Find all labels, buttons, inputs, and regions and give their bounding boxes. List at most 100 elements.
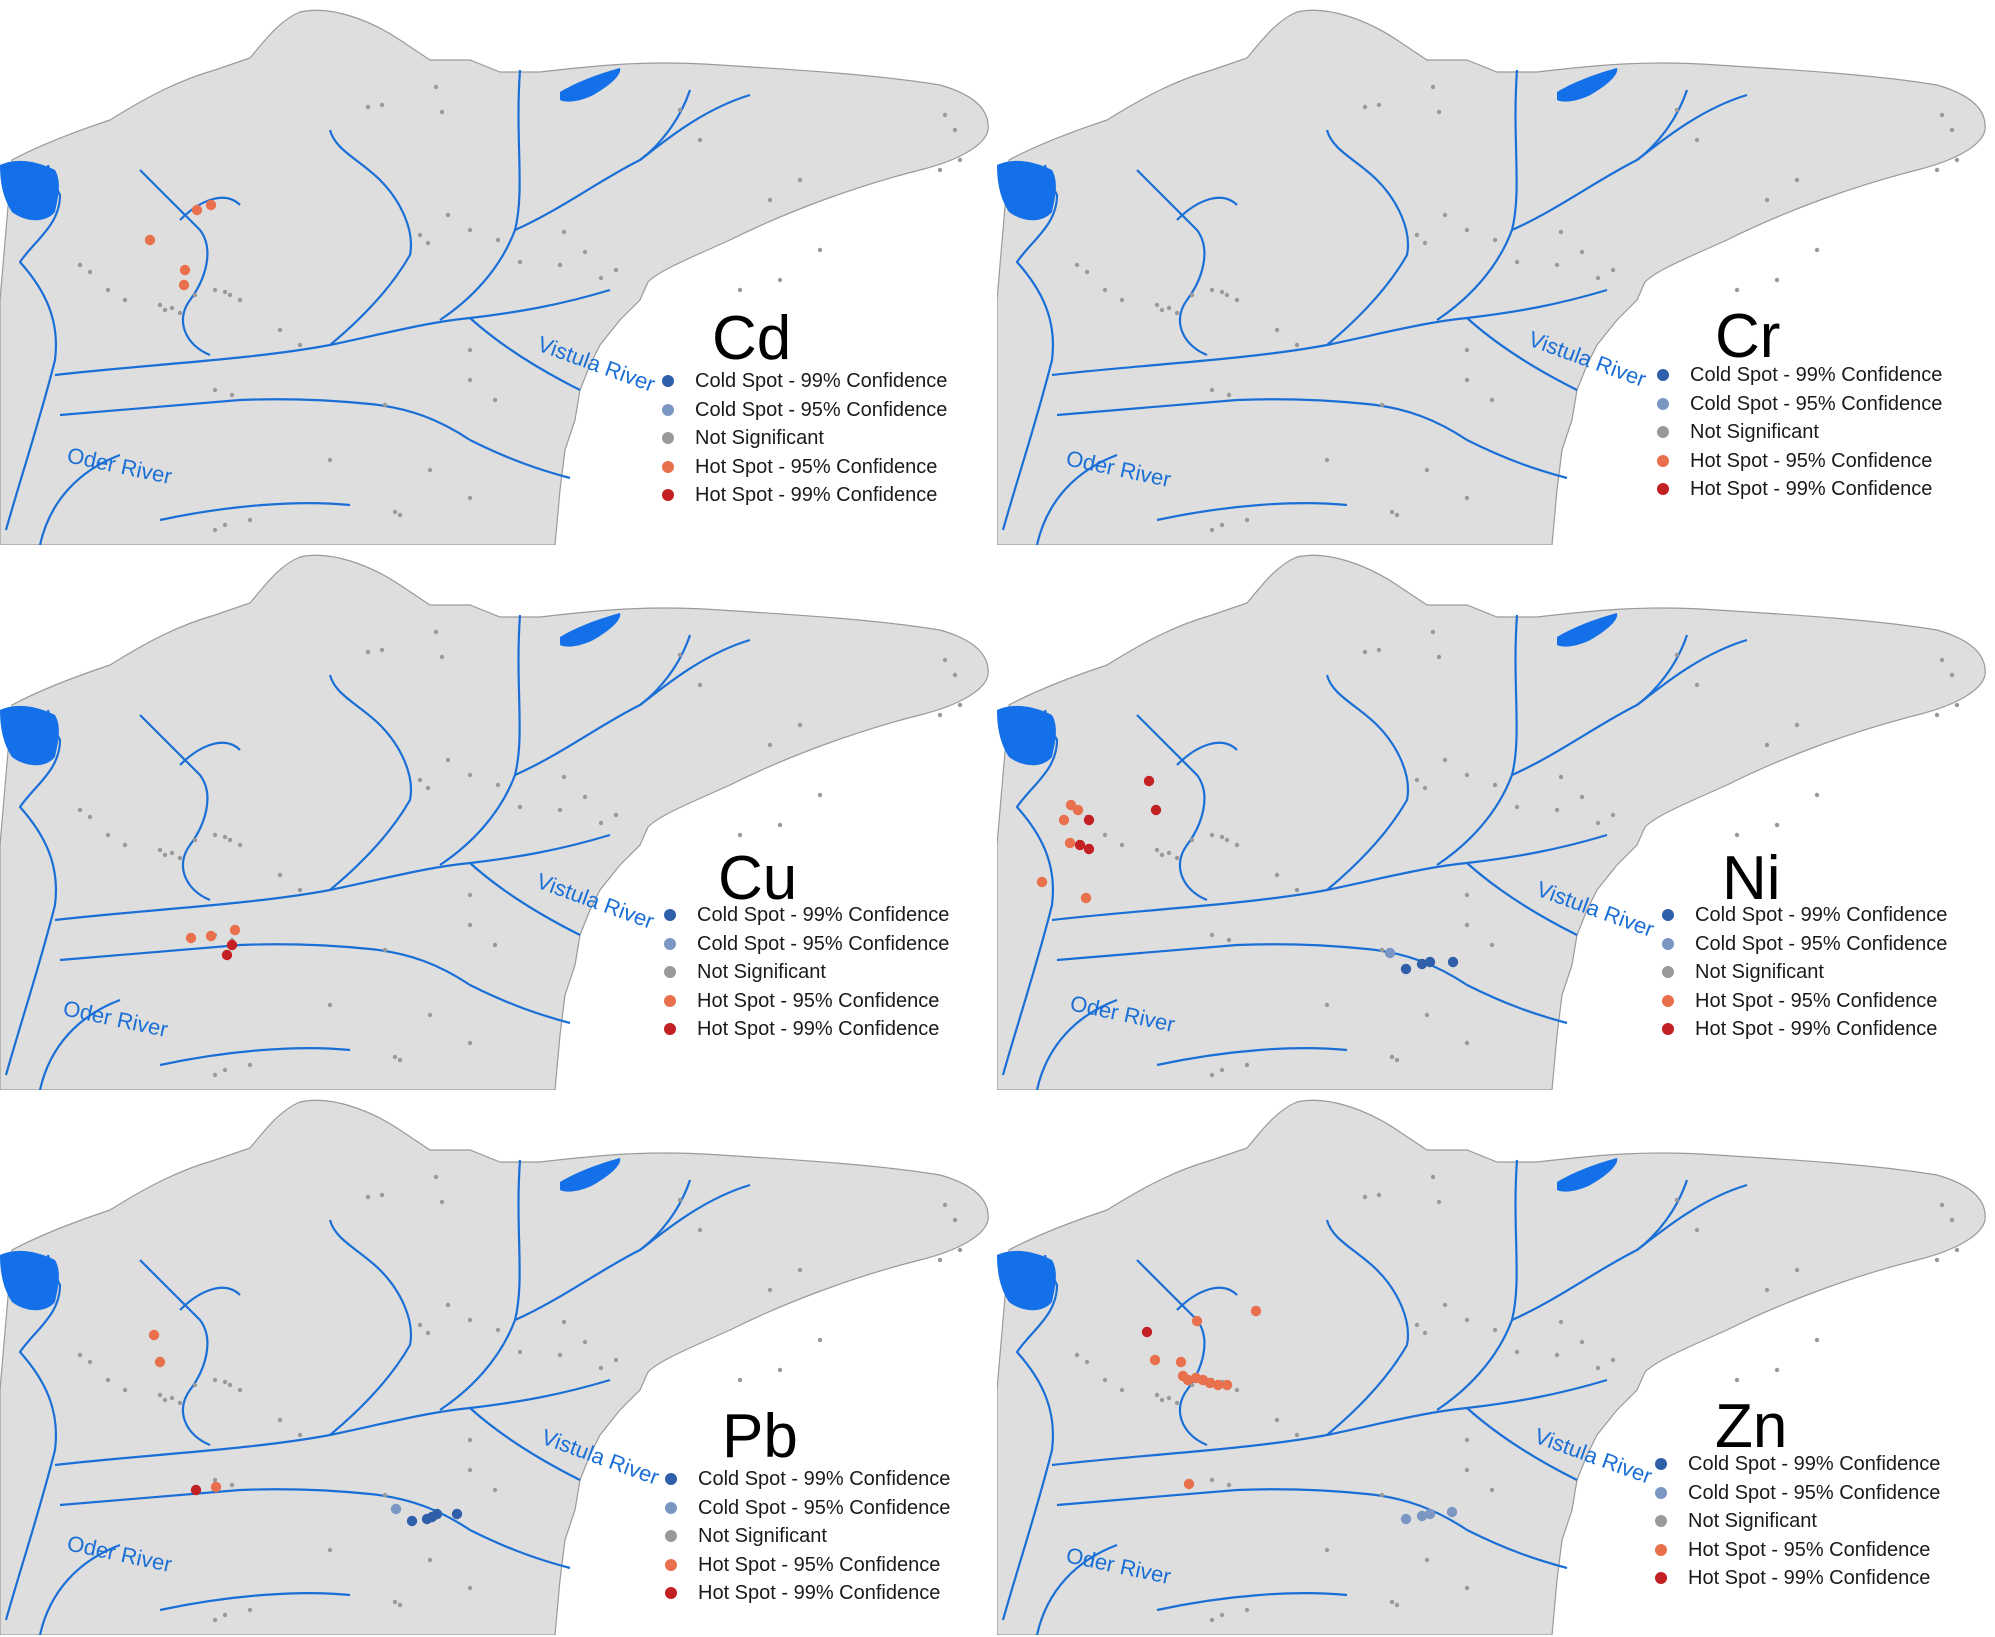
- site-not-significant: [1436, 654, 1442, 660]
- site-not-significant: [1102, 1377, 1108, 1383]
- site-not-significant: [1414, 777, 1420, 783]
- river-line: [1136, 1259, 1208, 1447]
- site-not-significant: [767, 742, 773, 748]
- legend-label: Hot Spot - 95% Confidence: [695, 455, 938, 478]
- site-not-significant: [937, 1257, 943, 1263]
- site-not-significant: [677, 1197, 683, 1203]
- legend-label: Cold Spot - 99% Confidence: [1688, 1453, 1941, 1475]
- site-not-significant: [227, 1382, 233, 1388]
- site-not-significant: [1379, 402, 1385, 408]
- site-not-significant: [1234, 297, 1240, 303]
- river-line: [1001, 709, 1059, 1076]
- site-hot-95: [179, 264, 191, 276]
- site-not-significant: [1244, 517, 1250, 523]
- site-hot-99: [1143, 775, 1155, 787]
- site-not-significant: [1324, 1002, 1330, 1008]
- legend-swatch: [1657, 426, 1669, 439]
- river-line: [639, 638, 751, 706]
- site-not-significant: [495, 1327, 501, 1333]
- site-not-significant: [1464, 495, 1470, 501]
- element-label: Ni: [1722, 844, 1781, 913]
- legend-item-cold-99: Cold Spot - 99% Confidence: [664, 901, 949, 930]
- site-not-significant: [1234, 1387, 1240, 1393]
- site-not-significant: [1324, 457, 1330, 463]
- legend-label: Cold Spot - 95% Confidence: [695, 398, 948, 421]
- site-not-significant: [177, 855, 183, 861]
- site-not-significant: [737, 1377, 743, 1383]
- site-not-significant: [1558, 1319, 1564, 1325]
- river-line: [1176, 196, 1238, 221]
- legend-label: Not Significant: [1690, 421, 1819, 443]
- site-not-significant: [87, 269, 93, 275]
- site-not-significant: [1949, 127, 1955, 133]
- legend-label: Hot Spot - 99% Confidence: [698, 1582, 941, 1604]
- site-not-significant: [277, 327, 283, 333]
- site-not-significant: [561, 774, 567, 780]
- river-line: [59, 398, 471, 441]
- site-not-significant: [1102, 287, 1108, 293]
- lake-shape: [0, 705, 59, 766]
- site-not-significant: [1814, 792, 1820, 798]
- site-not-significant: [557, 262, 563, 268]
- river-line: [159, 1047, 351, 1067]
- site-not-significant: [222, 1379, 228, 1385]
- river-line: [1156, 1592, 1348, 1612]
- site-not-significant: [227, 837, 233, 843]
- site-not-significant: [1954, 157, 1960, 163]
- site-not-significant: [697, 682, 703, 688]
- site-not-significant: [1274, 327, 1280, 333]
- river-line: [139, 714, 211, 902]
- site-not-significant: [1219, 1612, 1225, 1618]
- lagoon-shape: [560, 68, 621, 102]
- site-not-significant: [467, 1437, 473, 1443]
- site-not-significant: [177, 310, 183, 316]
- site-not-significant: [1394, 1057, 1400, 1063]
- site-not-significant: [77, 262, 83, 268]
- site-not-significant: [1814, 247, 1820, 253]
- legend-item-cold-99: Cold Spot - 99% Confidence: [1662, 901, 1947, 930]
- site-cold-99: [1424, 956, 1436, 968]
- site-not-significant: [169, 305, 175, 311]
- river-line: [469, 1529, 571, 1570]
- river-line: [1511, 634, 1689, 777]
- river-line: [179, 1286, 241, 1311]
- site-not-significant: [1610, 1357, 1616, 1363]
- river-line: [514, 634, 692, 777]
- site-hot-95: [1191, 1315, 1203, 1327]
- site-not-significant: [122, 297, 128, 303]
- site-cold-99: [1416, 958, 1428, 970]
- legend-swatch: [665, 1473, 677, 1486]
- lake-shape: [997, 160, 1056, 221]
- site-not-significant: [397, 1602, 403, 1608]
- legend-item-hot-99: Hot Spot - 99% Confidence: [1662, 1015, 1947, 1044]
- site-not-significant: [1939, 657, 1945, 663]
- site-not-significant: [192, 292, 198, 298]
- site-not-significant: [1174, 310, 1180, 316]
- site-not-significant: [1464, 1040, 1470, 1046]
- site-not-significant: [1492, 237, 1498, 243]
- site-not-significant: [439, 109, 445, 115]
- river-line: [1035, 998, 1118, 1090]
- site-not-significant: [1424, 1557, 1430, 1563]
- site-not-significant: [467, 922, 473, 928]
- site-not-significant: [1595, 275, 1601, 281]
- site-not-significant: [382, 402, 388, 408]
- legend-label: Not Significant: [1688, 1510, 1817, 1532]
- site-not-significant: [1489, 397, 1495, 403]
- legend-swatch: [1662, 994, 1674, 1007]
- site-not-significant: [247, 517, 253, 523]
- legend-item-hot-95: Hot Spot - 95% Confidence: [1655, 1536, 1940, 1565]
- site-not-significant: [247, 1062, 253, 1068]
- site-not-significant: [1954, 702, 1960, 708]
- legend-swatch: [1657, 454, 1669, 467]
- river-line: [1056, 1488, 1468, 1531]
- site-not-significant: [397, 512, 403, 518]
- site-not-significant: [1084, 1359, 1090, 1365]
- site-hot-95: [1250, 1305, 1262, 1317]
- site-not-significant: [439, 1199, 445, 1205]
- element-label: Cr: [1715, 302, 1781, 371]
- site-not-significant: [122, 842, 128, 848]
